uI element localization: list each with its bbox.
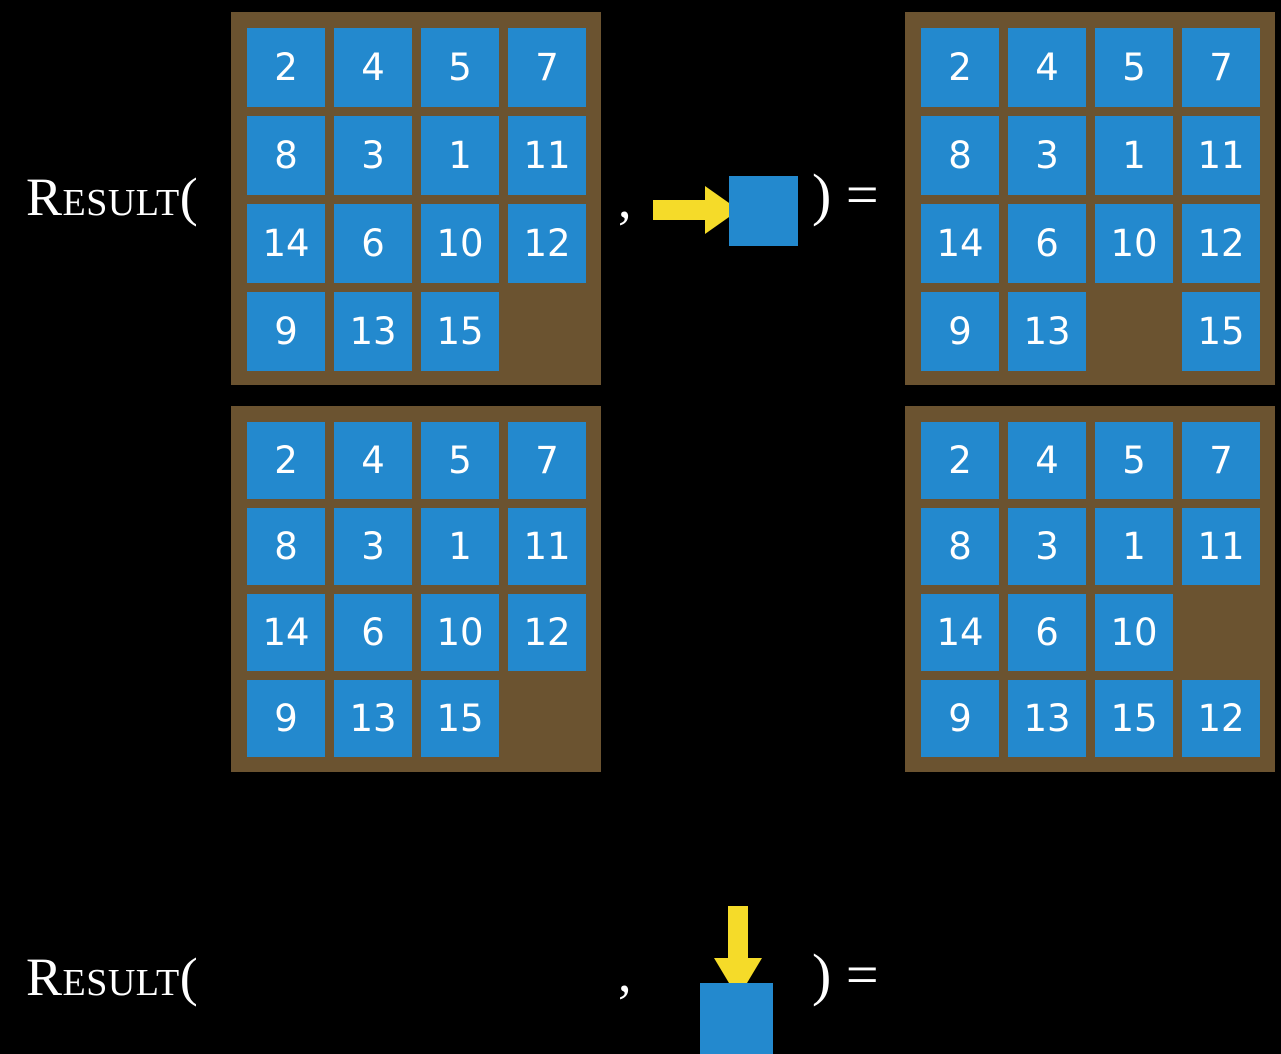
puzzle-tile[interactable]: 15 [1182,292,1260,371]
puzzle-tile[interactable]: 8 [247,116,325,195]
puzzle-tile[interactable]: 7 [508,422,586,499]
argument-separator-comma-row-2: , [618,943,632,1003]
puzzle-tile[interactable]: 6 [1008,594,1086,671]
puzzle-tile[interactable]: 2 [921,422,999,499]
puzzle-tile[interactable]: 14 [247,204,325,283]
puzzle-blank-cell [508,292,586,371]
puzzle-tile[interactable]: 4 [334,28,412,107]
puzzle-tile[interactable]: 3 [334,116,412,195]
paren-equals-row-1: ) = [812,162,879,227]
puzzle-tile[interactable]: 9 [921,292,999,371]
arrow-right-icon [653,186,739,234]
puzzle-tile[interactable]: 6 [334,594,412,671]
puzzle-tile[interactable]: 4 [334,422,412,499]
puzzle-tile[interactable]: 10 [421,204,499,283]
puzzle-tile[interactable]: 15 [1095,680,1173,757]
puzzle-tile[interactable]: 13 [334,680,412,757]
puzzle-tile[interactable]: 6 [334,204,412,283]
puzzle-tile[interactable]: 5 [1095,422,1173,499]
puzzle-tile[interactable]: 2 [247,28,325,107]
puzzle-tile[interactable]: 5 [421,28,499,107]
puzzle-tile[interactable]: 2 [921,28,999,107]
puzzle-tile[interactable]: 15 [421,292,499,371]
puzzle-tile[interactable]: 14 [921,594,999,671]
puzzle-tile[interactable]: 4 [1008,422,1086,499]
puzzle-tile[interactable]: 11 [1182,508,1260,585]
puzzle-tile[interactable]: 10 [421,594,499,671]
puzzle-tile[interactable]: 3 [1008,508,1086,585]
puzzle-tile[interactable]: 8 [247,508,325,585]
puzzle-tile[interactable]: 15 [421,680,499,757]
puzzle-blank-cell [508,680,586,757]
result-label-row-2: Result( [26,947,199,1007]
puzzle-tile[interactable]: 5 [1095,28,1173,107]
puzzle-tile[interactable]: 14 [921,204,999,283]
action-blank-tile-row-2 [700,983,773,1054]
puzzle-tile[interactable]: 8 [921,508,999,585]
puzzle-tile[interactable]: 10 [1095,204,1173,283]
puzzle-tile[interactable]: 11 [508,116,586,195]
puzzle-tile[interactable]: 12 [1182,680,1260,757]
puzzle-blank-cell [1095,292,1173,371]
puzzle-tile[interactable]: 5 [421,422,499,499]
action-blank-tile-row-1 [729,176,798,246]
puzzle-tile[interactable]: 10 [1095,594,1173,671]
puzzle-tile[interactable]: 1 [421,116,499,195]
puzzle-tile[interactable]: 7 [1182,28,1260,107]
puzzle-tile[interactable]: 4 [1008,28,1086,107]
puzzle-tile[interactable]: 9 [921,680,999,757]
puzzle-tile[interactable]: 12 [1182,204,1260,283]
result-label-row-1: Result( [26,167,199,227]
puzzle-tile[interactable]: 9 [247,680,325,757]
paren-equals-row-2: ) = [812,942,879,1007]
puzzle-tile[interactable]: 14 [247,594,325,671]
puzzle-tile[interactable]: 2 [247,422,325,499]
puzzle-tile[interactable]: 13 [1008,680,1086,757]
puzzle-tile[interactable]: 11 [1182,116,1260,195]
puzzle-blank-cell [1182,594,1260,671]
puzzle-tile[interactable]: 7 [508,28,586,107]
argument-separator-comma-row-1: , [618,169,632,229]
puzzle-tile[interactable]: 9 [247,292,325,371]
puzzle-tile[interactable]: 3 [334,508,412,585]
puzzle-tile[interactable]: 11 [508,508,586,585]
puzzle-tile[interactable]: 7 [1182,422,1260,499]
puzzle-tile[interactable]: 1 [421,508,499,585]
puzzle-tile[interactable]: 1 [1095,508,1173,585]
puzzle-tile[interactable]: 3 [1008,116,1086,195]
puzzle-tile[interactable]: 6 [1008,204,1086,283]
puzzle-tile[interactable]: 8 [921,116,999,195]
puzzle-tile[interactable]: 13 [334,292,412,371]
puzzle-tile[interactable]: 1 [1095,116,1173,195]
puzzle-tile[interactable]: 12 [508,204,586,283]
puzzle-tile[interactable]: 12 [508,594,586,671]
puzzle-tile[interactable]: 13 [1008,292,1086,371]
